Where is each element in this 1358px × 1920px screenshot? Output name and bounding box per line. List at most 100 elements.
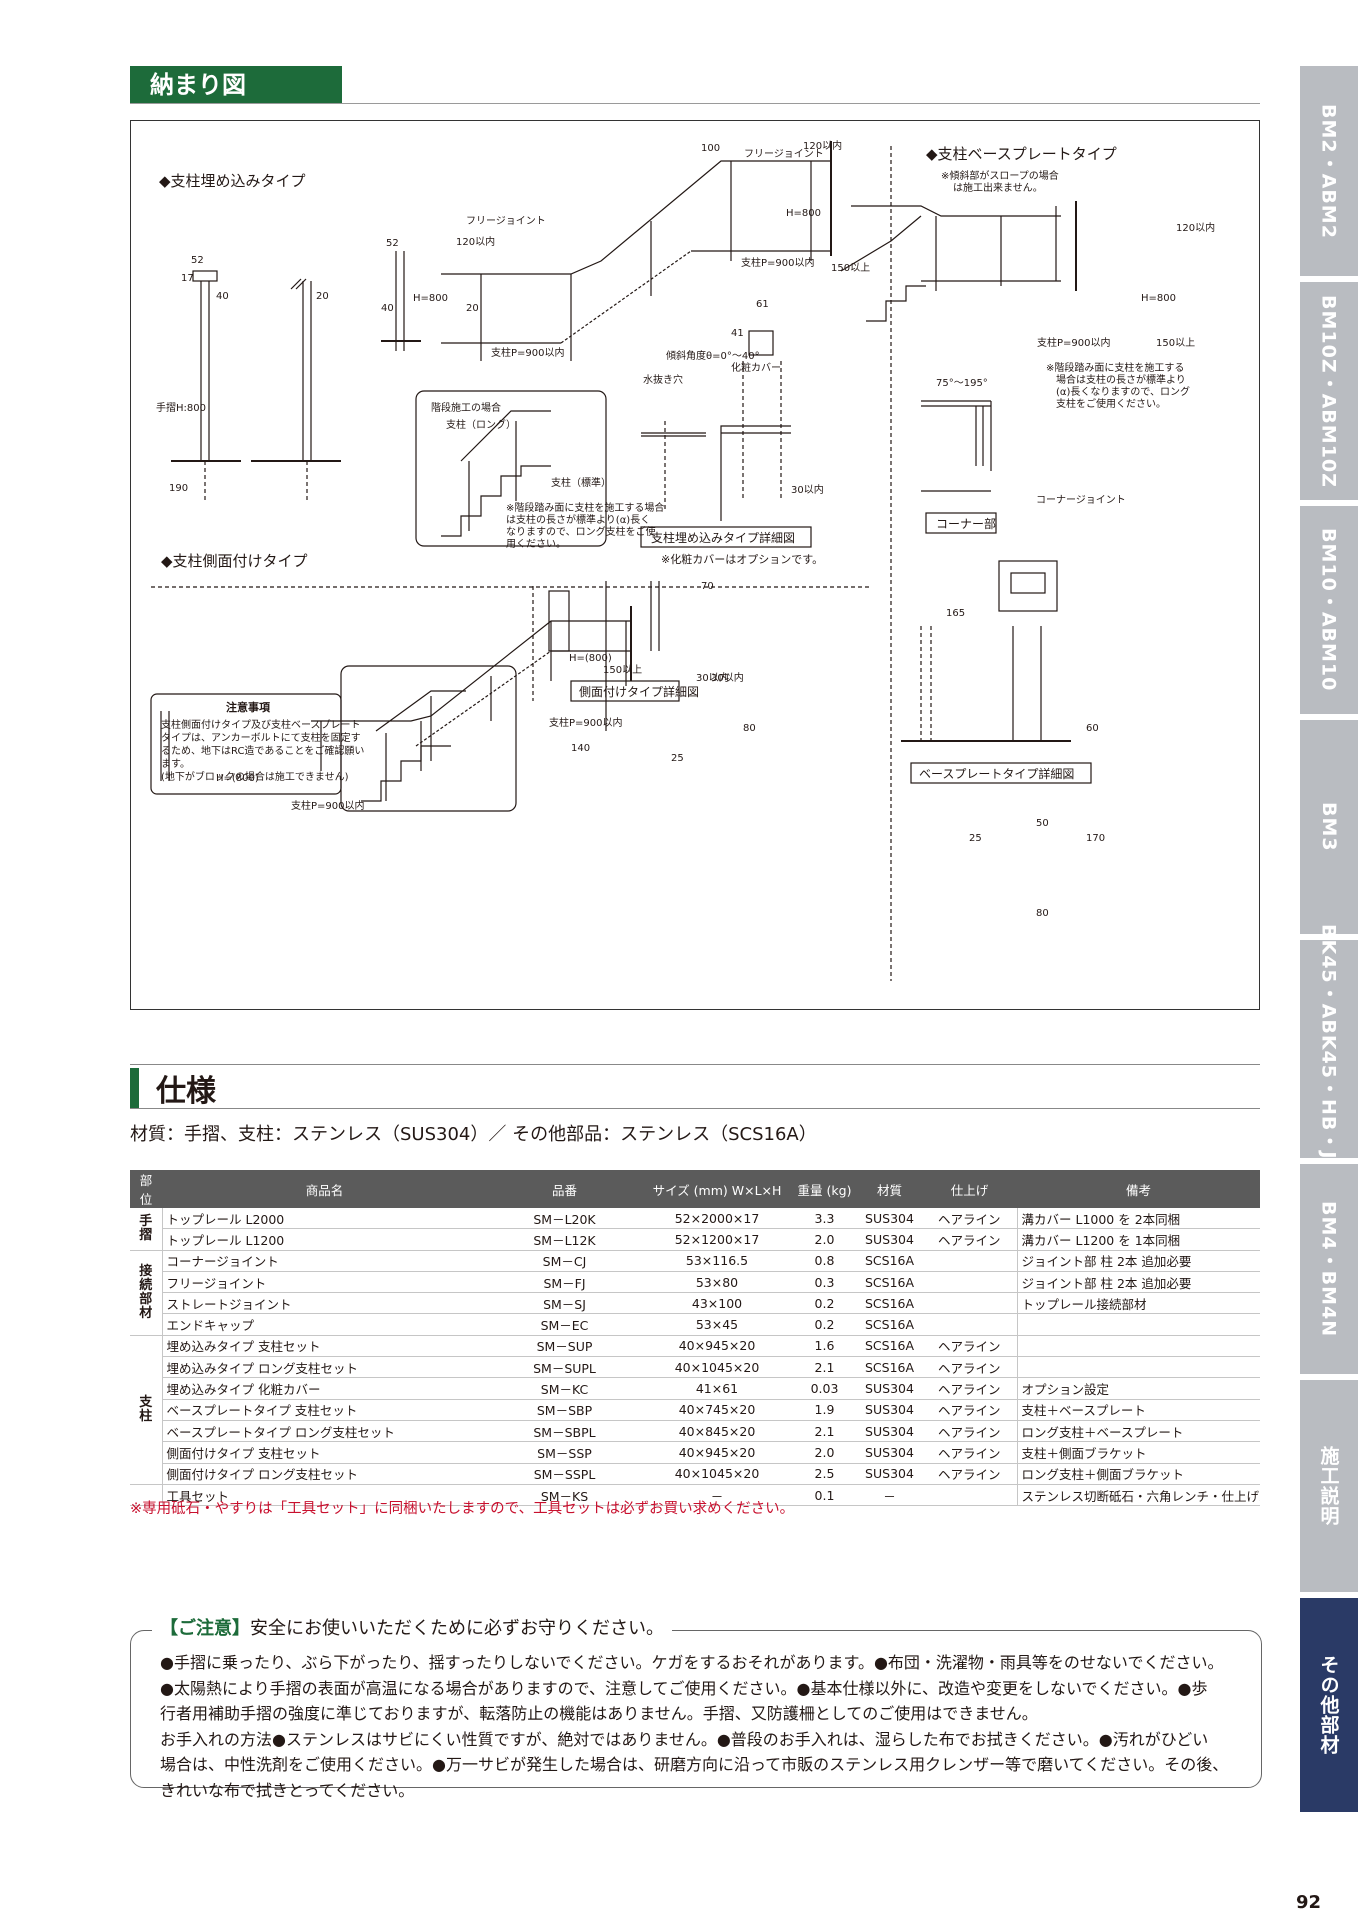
caution-heading: 【ご注意】安全にお使いいただくために必ずお守りください。 xyxy=(152,1614,672,1640)
col-remarks: 備考 xyxy=(1017,1170,1260,1208)
dim: 190 xyxy=(169,483,188,494)
table-cell xyxy=(1016,1313,1260,1336)
spec-rule xyxy=(130,1064,1260,1065)
label-embed-detail: 支柱埋め込みタイプ詳細図 xyxy=(651,530,795,545)
table-cell: 43×100 xyxy=(642,1292,792,1315)
spec-header-row: 部位 商品名 品番 サイズ (mm) W×L×H 重量 (kg) 材質 仕上げ … xyxy=(130,1170,1260,1208)
table-cell: SM－L12K xyxy=(487,1228,642,1251)
table-cell: SUS304 xyxy=(857,1208,922,1230)
table-cell: SCS16A xyxy=(857,1335,922,1358)
table-cell: － xyxy=(642,1484,792,1507)
dim-h800: H=800 xyxy=(413,293,448,304)
tab-instructions[interactable]: 施工説明 xyxy=(1300,1380,1358,1592)
dim: 100 xyxy=(701,143,720,154)
tab-bm2-abm2[interactable]: BM2・ABM2 xyxy=(1300,66,1358,276)
table-cell: SM－SJ xyxy=(487,1292,642,1315)
table-cell xyxy=(922,1313,1017,1336)
label-base-type: ◆支柱ベースプレートタイプ xyxy=(926,145,1117,163)
table-cell: SCS16A xyxy=(857,1313,922,1336)
table-cell: ヘアライン xyxy=(922,1335,1017,1358)
table-cell: 40×745×20 xyxy=(642,1399,792,1421)
caution-line: (地下がブロックの場合は施工できません) xyxy=(161,770,349,783)
base-note-line: は施工出来ません。 xyxy=(953,181,1043,194)
spec-rule xyxy=(130,1108,1260,1109)
table-cell: 3.3 xyxy=(792,1208,857,1230)
dim-h800: H=800 xyxy=(1141,293,1176,304)
table-cell: SM－SSPL xyxy=(487,1463,642,1485)
table-cell: 0.2 xyxy=(792,1292,857,1315)
table-cell: 0.03 xyxy=(792,1377,857,1400)
table-cell: SCS16A xyxy=(857,1292,922,1315)
table-cell: SUS304 xyxy=(857,1377,922,1400)
table-cell: 2.0 xyxy=(792,1228,857,1251)
table-cell xyxy=(922,1271,1017,1294)
dim: 61 xyxy=(756,299,769,310)
col-material: 材質 xyxy=(857,1170,922,1208)
table-cell: コーナージョイント xyxy=(162,1250,487,1272)
page-number: 92 xyxy=(1296,1892,1322,1913)
tab-bm10z-abm10z[interactable]: BM10Z・ABM10Z xyxy=(1300,282,1358,500)
dim: 25 xyxy=(969,833,982,844)
table-cell: トップレール L2000 xyxy=(162,1208,487,1230)
caution-line: ●手摺に乗ったり、ぶら下がったり、揺すったりしないでください。ケガをするおそれが… xyxy=(160,1653,1224,1672)
drawing-frame: ◆支柱埋め込みタイプ ◆支柱側面付けタイプ ◆支柱ベースプレートタイプ ※傾斜部… xyxy=(130,120,1260,1010)
cautions-title: 注意事項 xyxy=(226,700,271,714)
dim: 30以内 xyxy=(696,671,729,684)
caution-line: 支柱側面付けタイプ及び支柱ベースプレート xyxy=(161,718,361,731)
stair-note: ※階段踏み面に支柱を施工する場合 xyxy=(506,501,664,514)
table-cell: ステンレス切断砥石・六角レンチ・仕上げパッド xyxy=(1016,1484,1260,1507)
table-cell: ヘアライン xyxy=(922,1420,1017,1443)
table-cell xyxy=(922,1250,1017,1272)
caution-line: るため、地下はRC造であることをご確認願い xyxy=(161,744,364,757)
tab-bk45[interactable]: BK45・ABK45・HB・JB xyxy=(1300,924,1358,1174)
base-stair-note: 支柱をご使用ください。 xyxy=(1056,397,1166,410)
dim: 120以内 xyxy=(803,139,842,152)
table-cell: SCS16A xyxy=(857,1250,922,1272)
caution-label: 【ご注意】 xyxy=(160,1618,250,1639)
tab-bm4-bm4n[interactable]: BM4・BM4N xyxy=(1300,1164,1358,1374)
group-label xyxy=(130,1484,163,1507)
label-pitch: 支柱P=900以内 xyxy=(741,256,815,269)
table-cell: SM－L20K xyxy=(487,1208,642,1230)
table-cell: ベースプレートタイプ 支柱セット xyxy=(162,1399,487,1421)
table-cell: ジョイント部 柱 2本 追加必要 xyxy=(1016,1250,1260,1272)
table-cell: SUS304 xyxy=(857,1463,922,1485)
dim-h800p: H=(800) xyxy=(569,653,612,664)
dim: 30以内 xyxy=(791,483,824,496)
table-cell: 53×80 xyxy=(642,1271,792,1294)
dim: 60 xyxy=(1086,723,1099,734)
table-cell: 2.1 xyxy=(792,1420,857,1443)
table-cell: エンドキャップ xyxy=(162,1313,487,1336)
dim: 70 xyxy=(701,581,714,592)
table-cell: 支柱＋側面ブラケット xyxy=(1016,1441,1260,1464)
table-cell: 埋め込みタイプ 化粧カバー xyxy=(162,1377,487,1400)
header-rule xyxy=(130,103,1260,104)
label-water-hole: 水抜き穴 xyxy=(643,373,683,386)
table-cell: 工具セット xyxy=(162,1484,487,1507)
table-cell: フリージョイント xyxy=(162,1271,487,1294)
label-pitch: 支柱P=900以内 xyxy=(549,716,623,729)
tab-bm10-abm10[interactable]: BM10・ABM10 xyxy=(1300,506,1358,714)
base-stair-note: ※階段踏み面に支柱を施工する xyxy=(1046,361,1184,374)
table-cell: トップレール接続部材 xyxy=(1016,1292,1260,1315)
section-badge: 納まり図 xyxy=(130,66,342,104)
stair-note: なりますので、ロング支柱をご使 xyxy=(506,525,656,538)
tab-other-parts[interactable]: その他部材 xyxy=(1300,1598,1358,1812)
caution-box xyxy=(130,1630,1262,1788)
table-cell: SM－KS xyxy=(487,1484,642,1507)
caution-line: タイプは、アンカーボルトにて支柱を固定す xyxy=(161,731,361,744)
table-cell: 53×116.5 xyxy=(642,1250,792,1272)
table-cell: ヘアライン xyxy=(922,1208,1017,1230)
dim: 17 xyxy=(181,273,194,284)
label-pitch: 支柱P=900以内 xyxy=(291,799,365,812)
table-cell: 1.9 xyxy=(792,1399,857,1421)
label-std-post: 支柱（標準） xyxy=(551,476,611,489)
tab-bm3[interactable]: BM3 xyxy=(1300,720,1358,934)
table-cell: SCS16A xyxy=(857,1271,922,1294)
label-cover-note: ※化粧カバーはオプションです。 xyxy=(661,552,823,566)
table-cell: 溝カバー L1000 を 2本同梱 xyxy=(1016,1208,1260,1230)
